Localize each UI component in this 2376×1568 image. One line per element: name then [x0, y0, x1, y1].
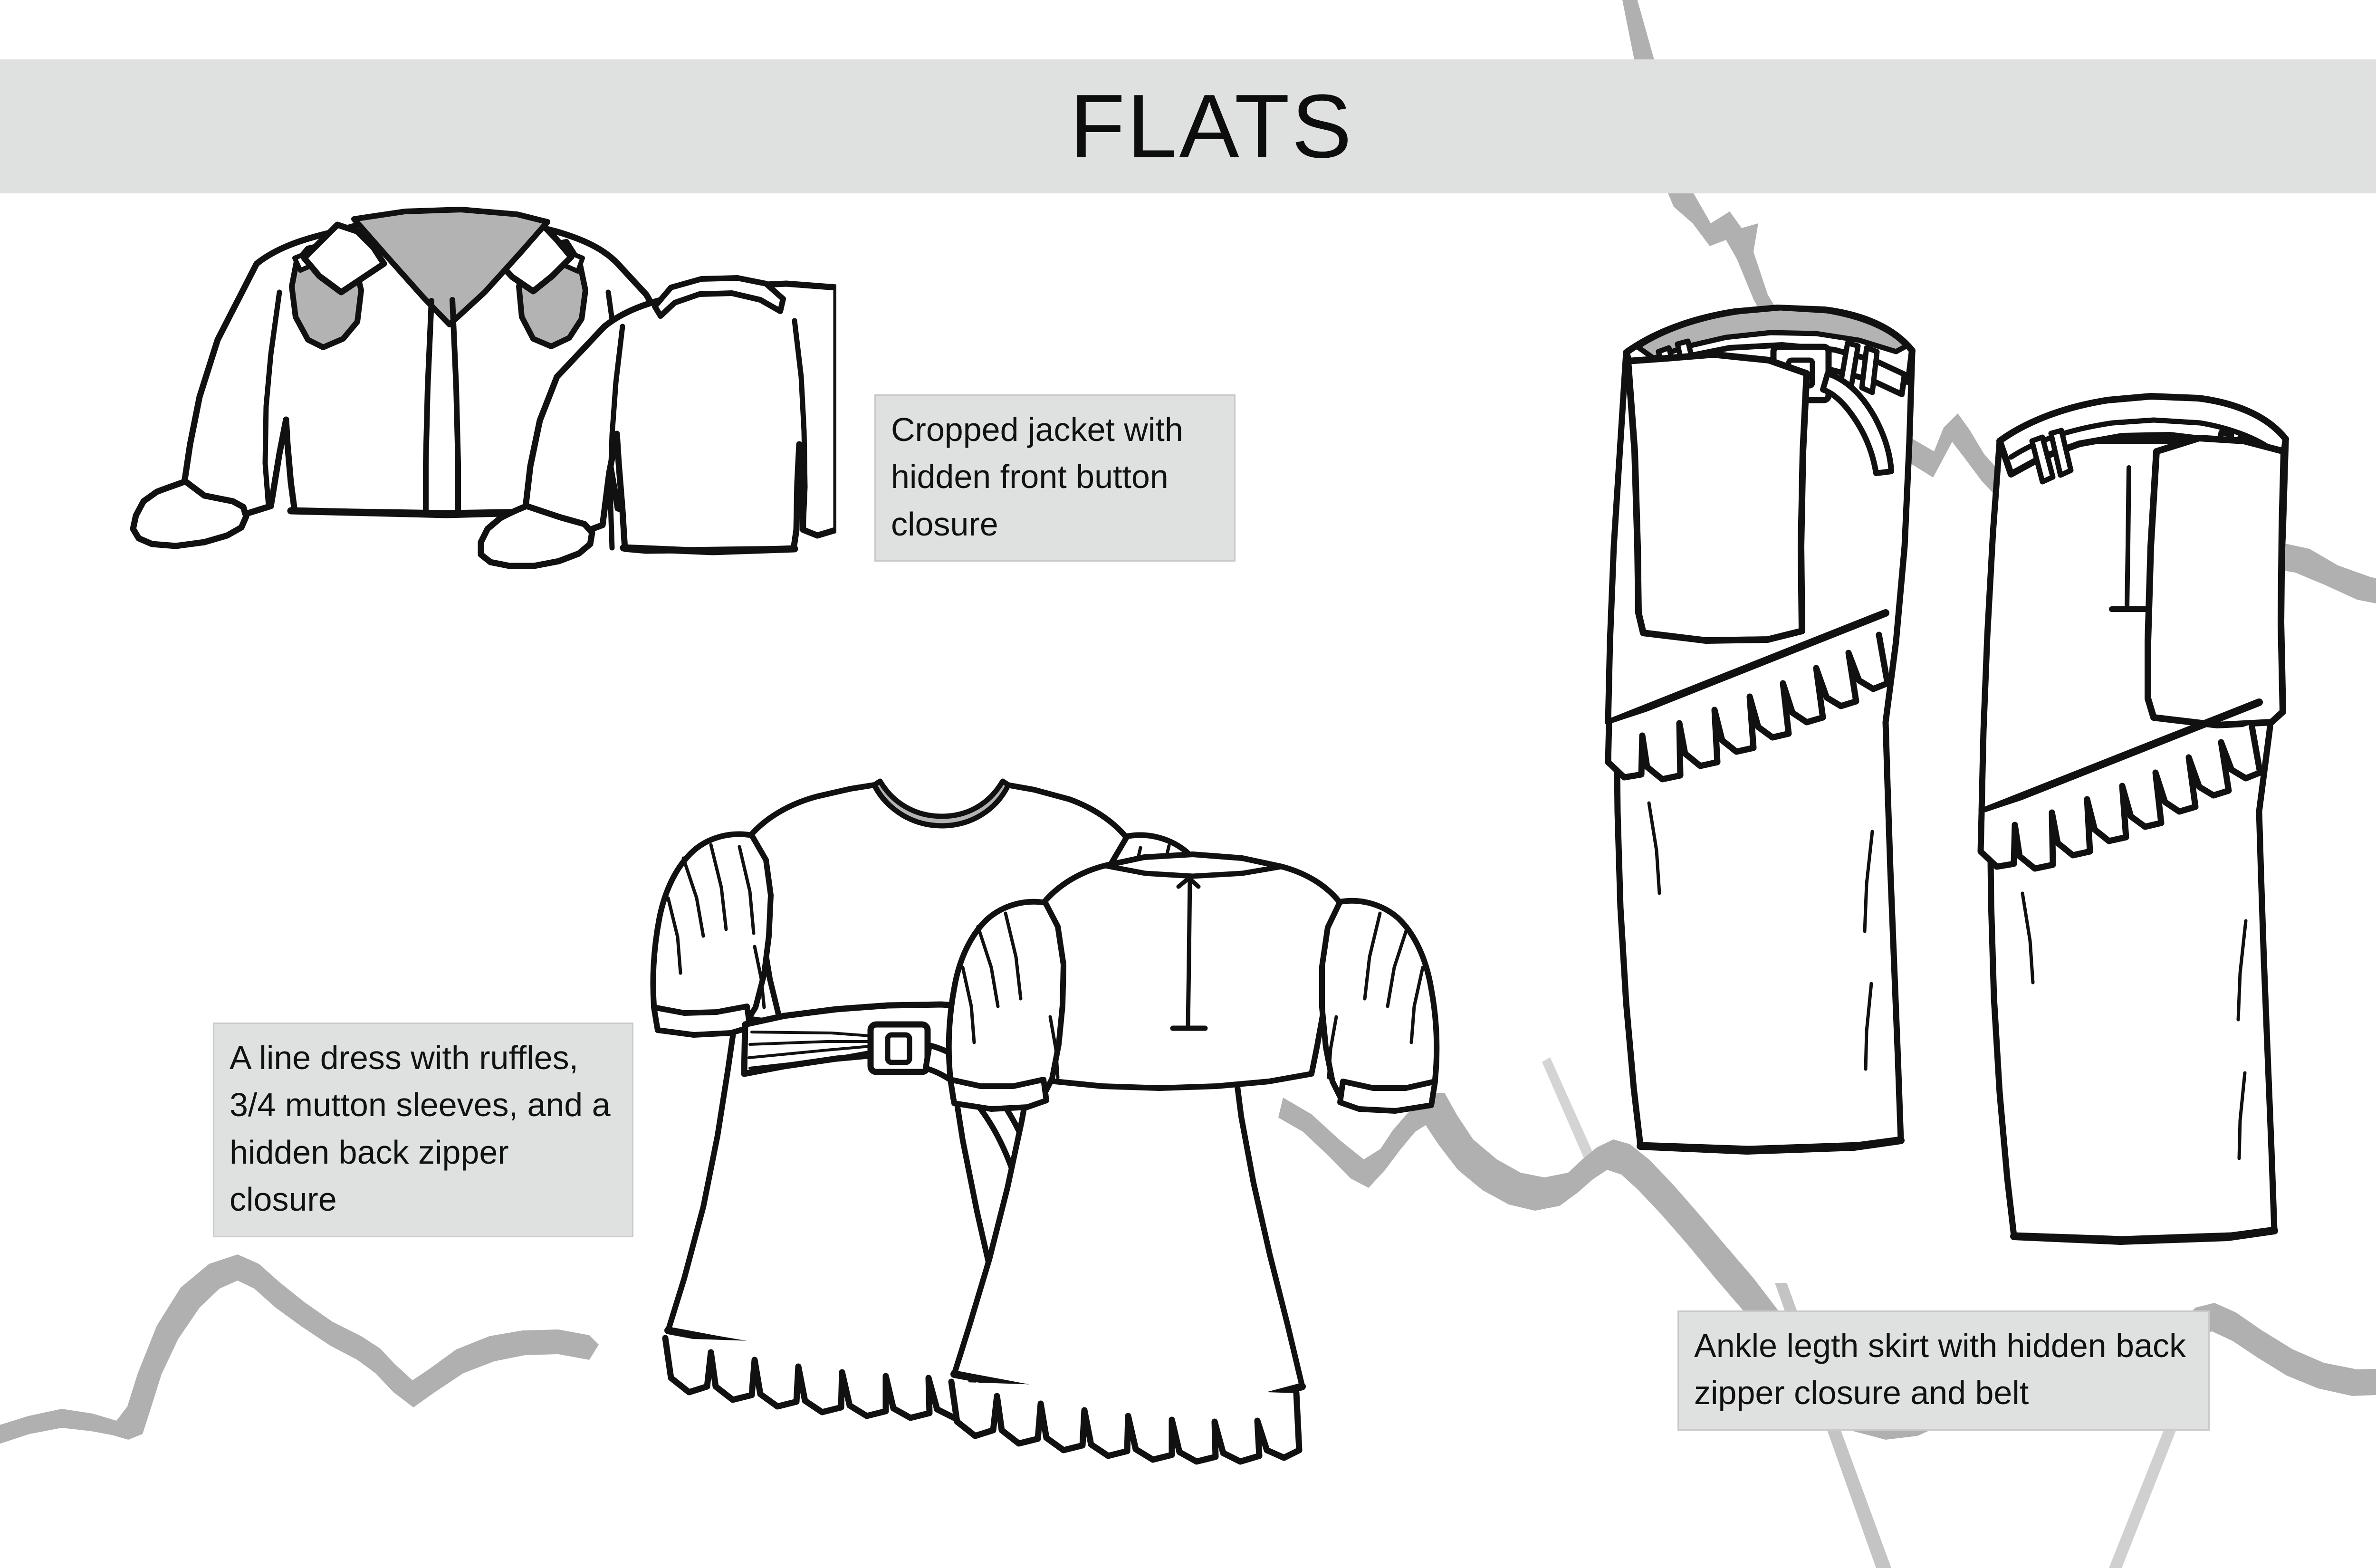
- caption-a-line-dress: A line dress with ruffles, 3/4 mutton sl…: [213, 1023, 633, 1237]
- cropped-jacket-flat: [130, 207, 836, 569]
- caption-ankle-length-skirt: Ankle legth skirt with hidden back zippe…: [1677, 1310, 2210, 1431]
- caption-cropped-jacket: Cropped jacket with hidden front button …: [874, 394, 1236, 562]
- page-title: FLATS: [1070, 76, 1354, 177]
- a-line-dress-flat: [650, 778, 1440, 1465]
- ankle-length-skirt-flat: [1605, 305, 2289, 1245]
